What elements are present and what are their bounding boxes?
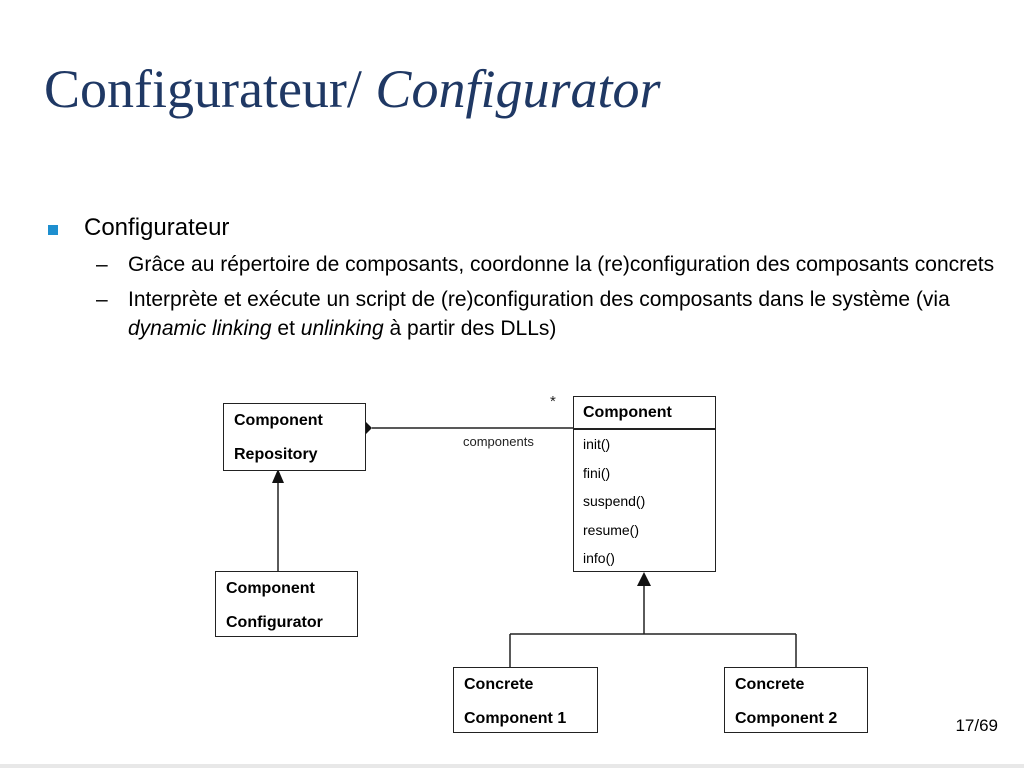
sub-bullet-2-mid: et [271,317,301,340]
component-class-box: Component init() fini() suspend() resume… [573,396,716,572]
concrete1-line1: Concrete [464,676,534,693]
sub-bullet-2-text-before: Interprète et exécute un script de (re)c… [128,288,950,311]
inheritance-arrow-icon [272,469,284,483]
repository-line2: Repository [234,446,318,463]
title-italic: Configurator [375,59,661,119]
bullet-list: Configurateur – Grâce au répertoire de c… [44,212,1004,343]
association-label: components [463,434,534,449]
inheritance-arrow-icon [637,572,651,586]
dash-bullet-icon: – [96,288,108,311]
footer-divider [0,764,1024,768]
concrete2-line2: Component 2 [735,710,838,727]
sub-bullet-2-italic-1: dynamic linking [128,317,272,340]
sub-bullet-1-text: Grâce au répertoire de composants, coord… [128,253,995,276]
method-init: init() [583,436,611,452]
configurator-line1: Component [226,580,315,597]
concrete2-line1: Concrete [735,676,805,693]
square-bullet-icon [48,225,58,235]
sub-bullet-2: – Interprète et exécute un script de (re… [44,285,1004,343]
method-fini: fini() [583,464,611,481]
title-main: Configurateur/ [44,59,362,119]
component-configurator-box: Component Configurator [215,571,358,637]
configurator-line2: Configurator [226,614,323,631]
method-resume: resume() [583,521,640,538]
page-number: 17/69 [955,716,998,735]
multiplicity-label: * [550,393,556,410]
slide-title: Configurateur/ Configurator [44,62,660,116]
repository-line1: Component [234,412,323,429]
method-suspend: suspend() [583,493,646,509]
component-class-name: Component [574,397,715,430]
dash-bullet-icon: – [96,253,108,276]
concrete-component-1-box: Concrete Component 1 [453,667,598,733]
sub-bullet-2-text-after: à partir des DLLs) [383,317,557,340]
sub-bullet-2-italic-2: unlinking [300,317,384,340]
component-repository-box: Component Repository [223,403,366,471]
method-info: info() [583,550,615,566]
sub-bullet-1: – Grâce au répertoire de composants, coo… [44,250,1004,279]
concrete-component-2-box: Concrete Component 2 [724,667,868,733]
bullet-level1: Configurateur [44,212,1004,244]
concrete1-line2: Component 1 [464,710,567,727]
bullet-level1-text: Configurateur [84,214,230,241]
